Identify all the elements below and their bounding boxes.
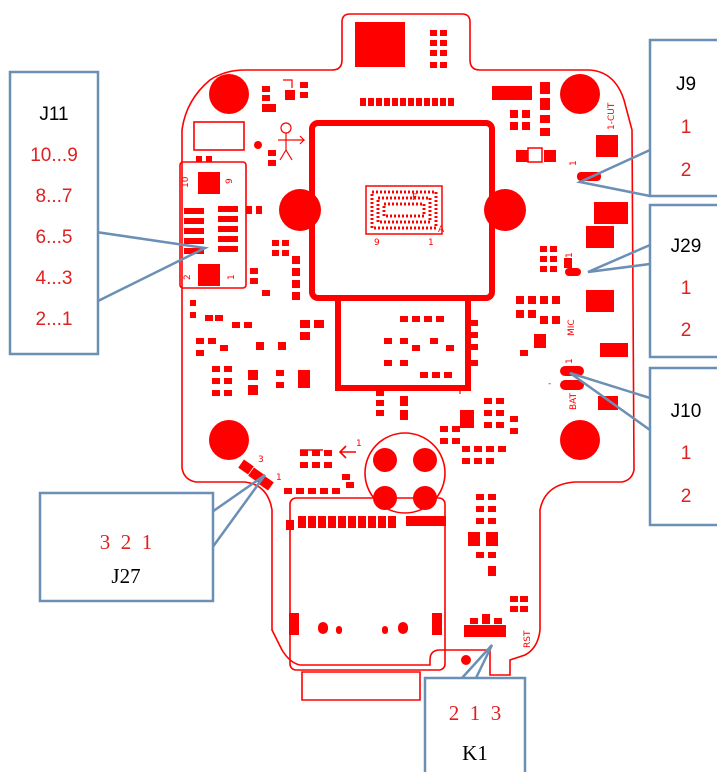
rst-label: RST <box>523 630 533 648</box>
j9-callout: J9 1 2 <box>676 74 696 181</box>
component-pads <box>184 22 628 665</box>
j10-pin-1: 1 <box>681 443 692 464</box>
board-outline <box>179 13 635 701</box>
j9-pin-2: 2 <box>681 160 692 181</box>
j29-pin-2: 2 <box>681 320 692 341</box>
arrow-1-label: 1 <box>356 439 362 449</box>
k1-title: K1 <box>462 741 488 765</box>
j11-title: J11 <box>39 104 68 125</box>
j11-pin-row: 10...9 <box>30 145 78 166</box>
j9-pin-1: 1 <box>681 117 692 138</box>
mounting-holes <box>209 74 600 460</box>
j11-pin-row: 4...3 <box>36 268 73 289</box>
j27-title: J27 <box>111 564 140 588</box>
j11-1-label: 1 <box>227 274 237 280</box>
j11-pin-row: 2...1 <box>36 309 73 330</box>
k1-callout: 2 1 3 K1 <box>449 701 502 765</box>
j27-3-label: 3 <box>258 455 264 465</box>
main-chip-frame <box>309 120 495 391</box>
j9-pin1-label: 1 <box>569 160 579 166</box>
j10-minus-label: - <box>548 379 551 389</box>
j10-pin1-label: 1 <box>565 358 575 364</box>
bat-label: BAT <box>569 392 579 410</box>
chip-1-label: 1 <box>428 238 434 248</box>
j29-pin-1: 1 <box>681 278 692 299</box>
j29-title: J29 <box>671 236 702 257</box>
j11-callout: J11 10...9 8...7 6...5 4...3 2...1 <box>30 104 78 330</box>
j27-pins: 3 2 1 <box>100 530 153 554</box>
j10-title: J10 <box>671 401 702 422</box>
chip-a-label: A <box>438 225 445 235</box>
j29-callout: J29 1 2 <box>671 236 702 341</box>
j11-9-label: 9 <box>225 178 235 184</box>
j27-1-label: 1 <box>276 473 282 483</box>
chip-f-label: F <box>412 193 417 203</box>
mic-label: MIC <box>567 319 577 336</box>
callout-boxes <box>8 38 717 772</box>
j9-title: J9 <box>676 74 696 95</box>
callout-pointers <box>95 148 651 679</box>
icut-label: 1-CUT <box>607 102 617 130</box>
j10-callout: J10 1 2 <box>671 401 702 507</box>
j11-pin-row: 8...7 <box>36 186 73 207</box>
j11-2-label: 2 <box>183 274 193 280</box>
j10-pin-2: 2 <box>681 486 692 507</box>
silkscreen-labels: F A 9 1 10 9 2 1 1-CUT 1 1 MIC 1 - BAT R… <box>181 102 617 648</box>
orientation-figure <box>278 79 470 451</box>
j29-pin1-label: 1 <box>565 252 575 258</box>
arrow-icon <box>338 445 356 459</box>
k1-pins: 2 1 3 <box>449 701 502 725</box>
chip-9-label: 9 <box>374 238 380 248</box>
j27-callout: 3 2 1 J27 <box>100 530 153 588</box>
j11-pin-row: 6...5 <box>36 227 73 248</box>
j11-10-label: 10 <box>181 176 191 188</box>
